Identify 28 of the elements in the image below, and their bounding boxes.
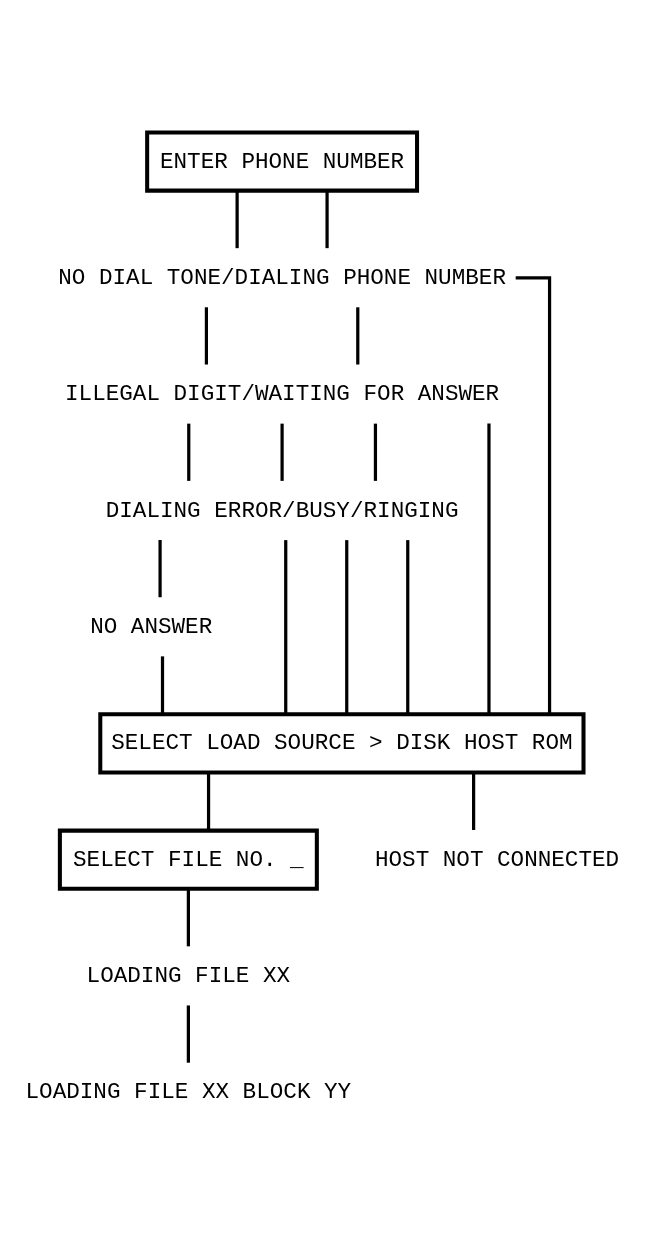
- connector: [515, 276, 552, 715]
- node-text: NO DIAL TONE/DIALING PHONE NUMBER: [58, 264, 506, 291]
- connector: [373, 423, 378, 481]
- connector: [284, 540, 288, 715]
- connector: [472, 772, 476, 830]
- connector: [280, 423, 284, 481]
- connector: [406, 540, 410, 715]
- connector: [206, 772, 211, 830]
- node-text: LOADING FILE XX: [86, 963, 291, 990]
- connector: [325, 190, 329, 249]
- connector: [158, 540, 162, 598]
- connector: [186, 1005, 190, 1063]
- connector: [487, 423, 491, 715]
- connector: [345, 540, 349, 715]
- node-text: LOADING FILE XX BLOCK YY: [25, 1079, 352, 1106]
- node-text: DIALING ERROR/BUSY/RINGING: [105, 497, 459, 524]
- node-text: ILLEGAL DIGIT/WAITING FOR ANSWER: [65, 381, 500, 408]
- connector: [160, 656, 165, 714]
- connector: [235, 190, 239, 249]
- node-box: SELECT FILE NO. _: [57, 828, 319, 891]
- node-box: SELECT LOAD SOURCE > DISK HOST ROM: [98, 712, 586, 775]
- node-box: ENTER PHONE NUMBER: [145, 130, 420, 193]
- connector: [204, 307, 209, 365]
- node-text: HOST NOT CONNECTED: [374, 846, 620, 873]
- connector: [186, 889, 190, 947]
- connector: [187, 423, 191, 481]
- connector: [356, 307, 360, 365]
- node-text: NO ANSWER: [90, 613, 213, 640]
